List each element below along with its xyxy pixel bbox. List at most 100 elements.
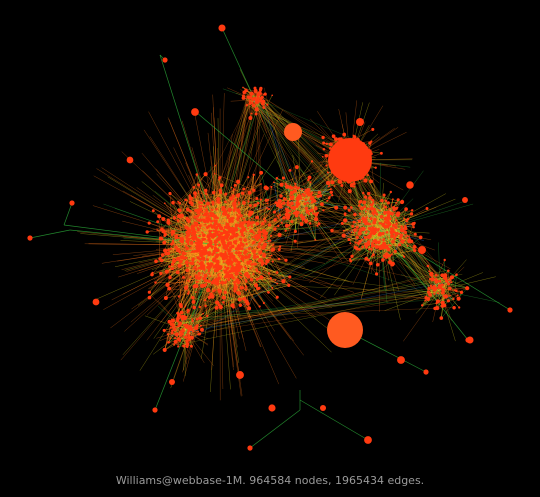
graph-node <box>224 265 227 269</box>
graph-node <box>288 204 292 207</box>
graph-node <box>412 248 416 252</box>
graph-node <box>396 206 399 209</box>
graph-node <box>270 247 276 252</box>
graph-edge <box>326 194 386 206</box>
graph-edge <box>170 244 221 389</box>
graph-edge <box>189 93 249 334</box>
graph-node <box>192 238 195 242</box>
graph-node <box>363 178 368 183</box>
graph-node <box>379 238 382 241</box>
graph-node <box>278 213 282 216</box>
graph-node <box>321 155 324 158</box>
graph-node <box>214 164 216 167</box>
graph-node <box>312 212 315 215</box>
graph-node <box>384 199 388 202</box>
graph-node <box>288 224 291 227</box>
graph-node <box>321 135 325 140</box>
graph-edge <box>379 229 416 286</box>
graph-node <box>200 218 204 221</box>
graph-node <box>252 188 256 192</box>
graph-node <box>465 286 470 291</box>
graph-edge <box>380 231 391 240</box>
graph-node <box>211 202 215 206</box>
graph-node <box>252 173 255 176</box>
graph-node <box>203 204 207 208</box>
graph-node <box>380 198 384 203</box>
graph-edge <box>253 107 352 149</box>
graph-edge <box>230 99 256 102</box>
graph-node <box>286 201 289 204</box>
graph-edge <box>177 270 447 341</box>
graph-node <box>266 202 269 205</box>
graph-node <box>267 291 270 294</box>
graph-node <box>214 289 217 291</box>
graph-node <box>390 253 393 256</box>
graph-edge <box>258 96 376 221</box>
graph-node <box>435 299 440 304</box>
graph-node <box>328 195 331 198</box>
graph-node <box>211 213 216 218</box>
graph-node <box>403 239 406 242</box>
graph-node <box>341 233 346 238</box>
graph-node <box>163 296 168 300</box>
graph-node <box>257 259 261 263</box>
graph-edge <box>295 208 307 232</box>
graph-node <box>322 148 326 151</box>
graph-node <box>156 220 160 224</box>
graph-node <box>242 187 246 191</box>
graph-node <box>263 185 268 190</box>
graph-node <box>184 260 189 265</box>
graph-node <box>433 292 436 295</box>
graph-edge <box>379 229 416 250</box>
graph-node <box>244 267 248 270</box>
graph-node <box>217 230 221 233</box>
graph-node <box>284 212 289 217</box>
graph-node <box>390 244 392 247</box>
graph-node <box>213 268 218 273</box>
graph-node <box>426 290 431 294</box>
graph-node <box>429 293 432 296</box>
graph-node <box>270 185 273 189</box>
graph-edge <box>225 207 268 228</box>
graph-edge <box>317 202 438 280</box>
graph-edge <box>252 95 311 185</box>
graph-node <box>267 272 271 275</box>
graph-edge <box>178 165 216 202</box>
graph-node <box>203 199 206 202</box>
graph-edge <box>253 104 374 231</box>
graph-node <box>169 247 172 250</box>
graph-node <box>231 276 235 280</box>
graph-edge <box>101 167 221 246</box>
graph-node <box>229 246 233 250</box>
graph-node <box>205 201 210 206</box>
graph-node <box>193 265 197 269</box>
graph-node <box>188 196 193 201</box>
graph-node <box>227 258 232 263</box>
graph-node <box>206 262 210 266</box>
graph-node <box>239 272 242 275</box>
graph-node <box>294 186 298 189</box>
graph-node <box>227 226 233 231</box>
graph-node <box>250 229 254 233</box>
graph-node <box>194 274 198 278</box>
graph-node <box>240 191 245 195</box>
graph-node <box>224 230 228 234</box>
graph-node <box>206 265 210 270</box>
graph-node <box>251 263 254 266</box>
graph-node <box>150 272 154 277</box>
graph-node <box>436 292 439 295</box>
graph-edge <box>63 224 221 246</box>
graph-node <box>185 268 190 273</box>
graph-node <box>374 272 379 276</box>
graph-edge <box>308 179 337 208</box>
graph-edge <box>250 101 429 297</box>
graph-node <box>186 292 190 295</box>
graph-edge <box>183 101 250 228</box>
graph-edge <box>299 199 325 239</box>
graph-edge <box>219 244 234 371</box>
graph-node <box>195 291 197 293</box>
graph-edge <box>219 244 316 318</box>
graph-node <box>218 188 223 193</box>
graph-visualization <box>27 24 513 451</box>
graph-node <box>363 205 366 208</box>
